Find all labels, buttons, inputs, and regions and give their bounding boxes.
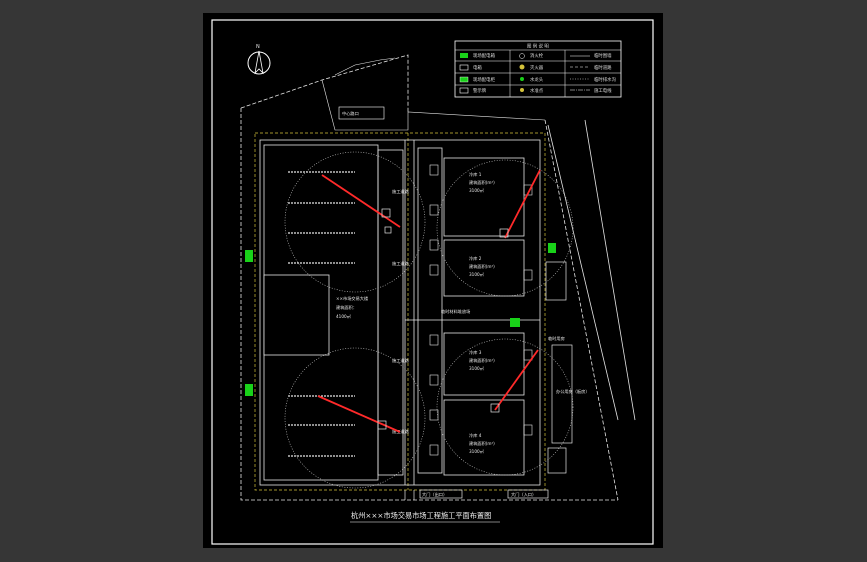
bldg-1-area: 建筑面积(m²): [469, 179, 495, 186]
left-building-value: 4100㎡: [336, 313, 352, 319]
road-label-1: 施工道路: [392, 188, 410, 195]
bldg-2-area: 建筑面积(m²): [469, 263, 495, 270]
legend-1-2: 临时道路: [594, 64, 612, 71]
legend-0-2: 临时围墙: [594, 52, 612, 59]
legend-2-2: 临时排水沟: [594, 76, 617, 83]
legend-3-2: 施工电线: [594, 87, 612, 94]
legend-3-0: 警示牌: [473, 87, 487, 94]
bldg-1-name: 冷库 1: [469, 171, 482, 178]
bldg-2-value: 3100㎡: [469, 271, 485, 277]
bldg-1-value: 3100㎡: [469, 187, 485, 193]
north-arrow-icon: N: [247, 44, 271, 75]
temporary-fence: [254, 132, 546, 491]
left-building-stripes: [288, 171, 355, 457]
road-label-2: 施工道路: [392, 260, 410, 267]
legend-2-0: 现场配电柜: [473, 76, 496, 83]
right-temp-rooms: [545, 261, 573, 474]
right-road: [547, 119, 636, 421]
bldg-4-area: 建筑面积(m²): [469, 440, 495, 447]
crane-base-icons: [377, 208, 509, 430]
legend-table: 图 例 说 明 现场配电箱 消火栓 临时围墙 电箱 灭火器 临时道路 现场配电柜…: [454, 40, 622, 98]
road-label-4: 施工道路: [392, 428, 410, 435]
legend-1-1: 灭火器: [530, 65, 544, 71]
bldg-3-name: 冷库 3: [469, 349, 482, 356]
gate-left: 大门（出口）: [422, 491, 447, 498]
bldg-3-value: 3100㎡: [469, 365, 485, 371]
site-boundary: [240, 54, 619, 501]
top-wedge: [321, 57, 546, 131]
top-label-box: [338, 106, 385, 120]
legend-2-1: 水龙头: [530, 76, 544, 83]
left-building-name: ××市场交易大楼: [336, 295, 368, 302]
power-box-icons: [245, 243, 556, 396]
legend-title: 图 例 说 明: [527, 43, 549, 50]
legend-0-0: 现场配电箱: [473, 52, 496, 59]
top-label: 中心路口: [342, 110, 359, 117]
gate-right: 大门（入口）: [511, 491, 536, 498]
bldg-4-name: 冷库 4: [469, 432, 482, 439]
left-building-area: 建筑面积：: [336, 304, 357, 311]
north-label: N: [256, 44, 260, 50]
drawing-title: 杭州×××市场交易市场工程施工平面布置图: [351, 511, 491, 520]
bldg-3-area: 建筑面积(m²): [469, 357, 495, 364]
legend-1-0: 电箱: [473, 64, 482, 71]
bottom-gates: [404, 489, 549, 500]
right-buildings: [417, 147, 525, 476]
right-building-stubs: [429, 164, 533, 456]
left-building: [263, 144, 404, 481]
legend-0-1: 消火栓: [530, 52, 544, 59]
bldg-4-value: 3100㎡: [469, 448, 485, 454]
small-building-label: 临时用房: [548, 335, 565, 342]
mid-label: 临时材料堆放场: [441, 308, 470, 315]
crane-radius-circles: [284, 151, 574, 489]
drawing-frame: [211, 19, 654, 545]
bldg-2-name: 冷库 2: [469, 255, 482, 262]
legend-3-1: 水准点: [530, 87, 544, 94]
office-label: 办公用房（板房）: [556, 388, 590, 395]
road-label-3: 施工道路: [392, 357, 410, 364]
